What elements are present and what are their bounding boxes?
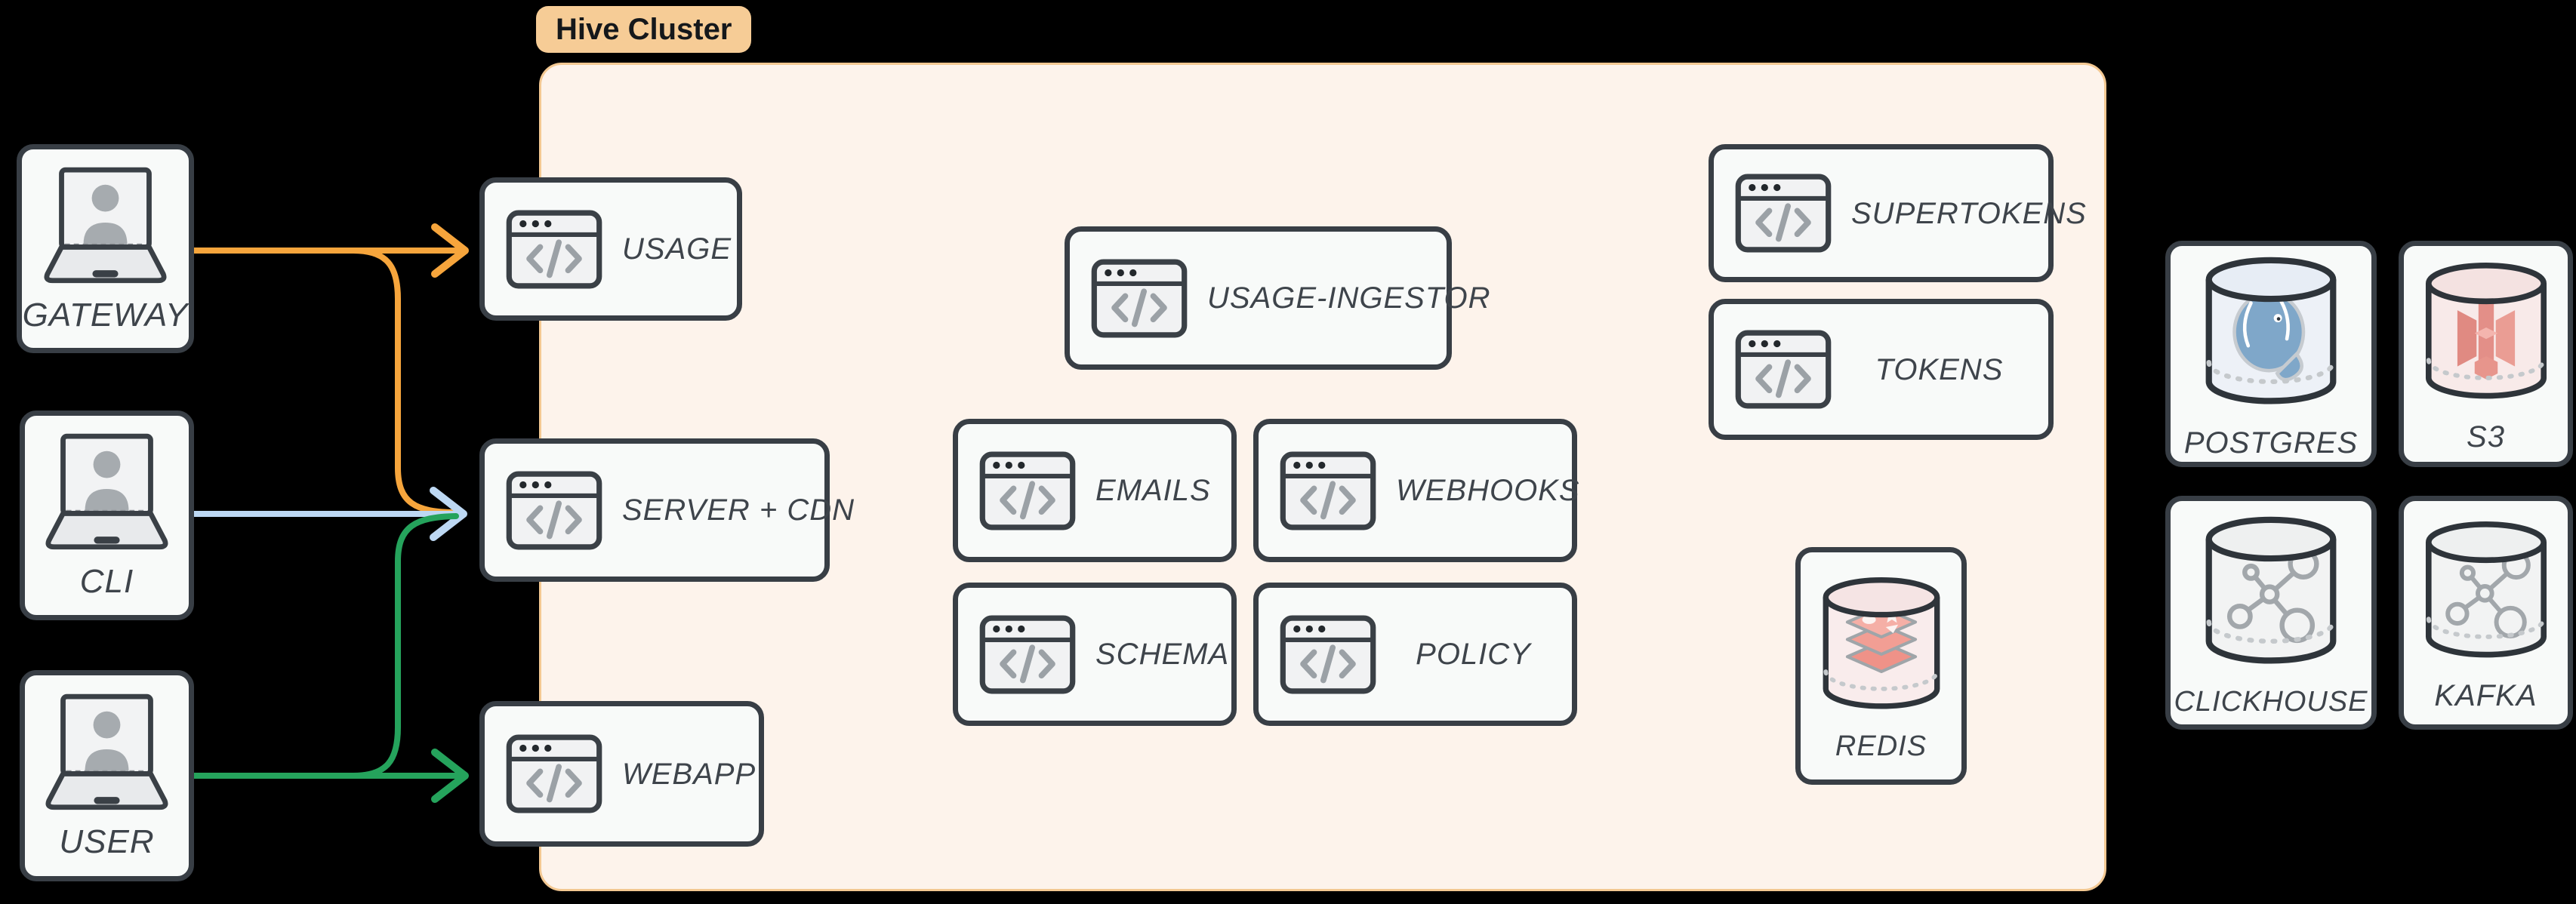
redis-database-icon [1816,571,1946,717]
clickhouse-database-icon [2199,510,2343,672]
service-webhooks: WEBHOOKS [1253,419,1580,562]
postgres-database-icon [2199,251,2343,413]
node-gateway-label: GATEWAY [22,296,189,334]
datastore-postgres-label: POSTGRES [2183,426,2359,460]
service-policy: POLICY [1253,583,1577,726]
edge-cli-servercdn-arrowhead [430,487,467,541]
code-window-icon [506,471,602,550]
service-tokens-label: TOKENS [1875,352,2004,386]
code-window-icon [1280,615,1376,694]
service-schema-label: SCHEMA [1095,638,1230,671]
code-window-icon [1735,174,1832,253]
service-webapp: WEBAPP [479,701,764,847]
service-server-cdn: SERVER + CDN [479,438,854,582]
service-schema: SCHEMA [953,583,1237,726]
edge-gateway-servercdn [350,248,459,515]
datastore-s3: S3 [2399,241,2573,467]
service-emails-label: EMAILS [1095,474,1211,507]
edge-user-servercdn [350,513,459,779]
datastore-kafka: KAFKA [2399,496,2573,730]
service-tokens: TOKENS [1709,299,2054,440]
kafka-database-icon [2419,515,2553,666]
service-server-cdn-label: SERVER + CDN [622,494,855,527]
cluster-label: Hive Cluster [556,13,732,46]
node-user: USER [20,670,194,881]
service-webhooks-label: WEBHOOKS [1396,474,1580,507]
datastore-postgres: POSTGRES [2165,241,2377,467]
service-usage: USAGE [479,177,742,321]
datastore-s3-label: S3 [2467,420,2505,454]
service-emails: EMAILS [953,419,1237,562]
laptop-user-icon [29,432,184,555]
node-user-label: USER [59,823,155,860]
code-window-icon [1091,259,1188,338]
edge-gateway-usage-arrowhead [431,223,469,278]
code-window-icon [506,734,602,813]
node-gateway: GATEWAY [17,144,194,353]
datastore-clickhouse-label: CLICKHOUSE [2174,685,2368,718]
service-usage-ingestor: USAGE-INGESTOR [1065,226,1490,370]
code-window-icon [1280,451,1376,530]
service-supertokens: SUPERTOKENS [1709,144,2086,282]
cluster-label-chip: Hive Cluster [536,6,752,53]
s3-database-icon [2419,257,2553,407]
service-webapp-label: WEBAPP [622,757,756,791]
laptop-user-icon [29,693,184,815]
datastore-kafka-label: KAFKA [2434,678,2537,712]
service-redis-label: REDIS [1835,730,1927,762]
laptop-user-icon [28,166,183,288]
code-window-icon [1735,330,1832,409]
node-cli: CLI [20,410,194,620]
service-redis: REDIS [1795,547,1967,785]
code-window-icon [979,451,1076,530]
edge-user-webapp-arrowhead [431,749,469,803]
node-cli-label: CLI [79,563,134,600]
service-supertokens-label: SUPERTOKENS [1851,196,2087,230]
service-policy-label: POLICY [1416,638,1531,671]
code-window-icon [506,210,602,289]
code-window-icon [979,615,1076,694]
datastore-clickhouse: CLICKHOUSE [2165,496,2377,730]
service-usage-ingestor-label: USAGE-INGESTOR [1207,281,1491,315]
service-usage-label: USAGE [622,232,732,266]
